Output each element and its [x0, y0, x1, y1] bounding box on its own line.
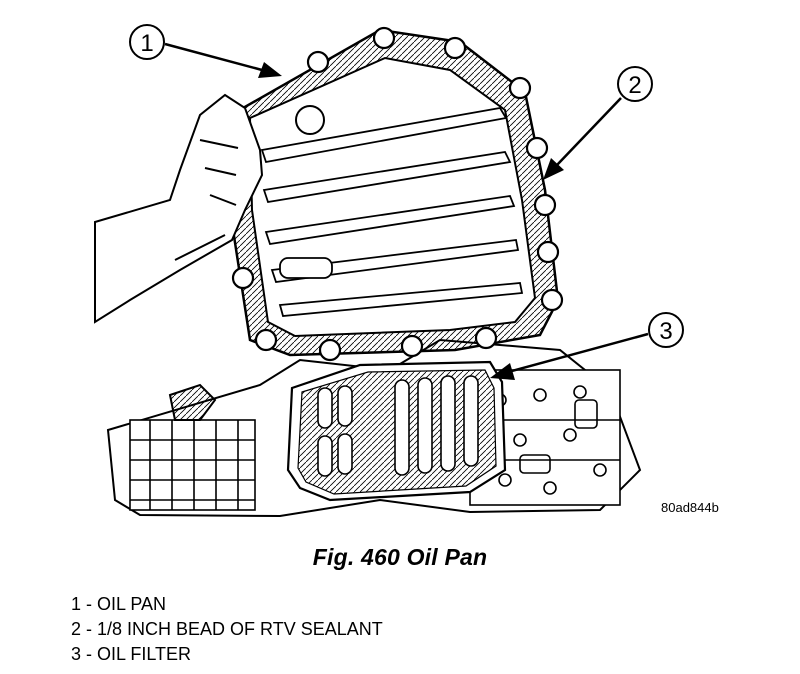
callout-2-number: 2: [628, 72, 641, 99]
legend: 1 - OIL PAN 2 - 1/8 INCH BEAD OF RTV SEA…: [71, 592, 383, 667]
callout-3: 3: [490, 312, 684, 380]
oil-filter: [286, 360, 507, 502]
legend-item-rtv-sealant: 2 - 1/8 INCH BEAD OF RTV SEALANT: [71, 619, 383, 639]
callout-2: 2: [543, 66, 653, 180]
legend-item-oil-pan: 1 - OIL PAN: [71, 594, 167, 614]
hand-drawing: [94, 93, 264, 324]
figure-reference-code: 80ad844b: [661, 500, 719, 515]
oil-pan-illustration: 1 2 3: [94, 24, 684, 518]
figure-caption: Fig. 460 Oil Pan: [312, 544, 488, 570]
callout-3-number: 3: [659, 318, 672, 345]
callout-1-number: 1: [140, 30, 153, 57]
callout-1: 1: [129, 24, 282, 78]
oil-pan: [213, 26, 564, 362]
legend-item-oil-filter: 3 - OIL FILTER: [71, 644, 192, 664]
